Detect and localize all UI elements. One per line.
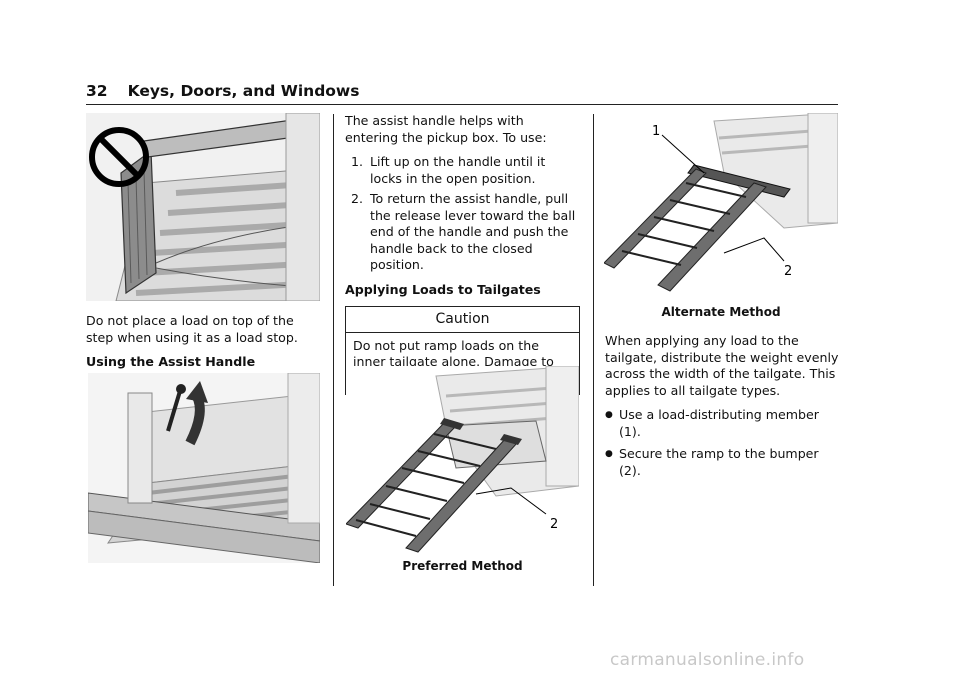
step-load-warning-paragraph: Do not place a load on top of the step w… [86,313,298,345]
caption-preferred-method: Preferred Method [402,559,523,573]
callout-2-alternate: 2 [784,264,792,279]
column-2-text: The assist handle helps with entering th… [345,113,580,405]
load-distribution-paragraph: When applying any load to the tailgate, … [605,333,839,398]
page-header: 32 Keys, Doors, and Windows [86,82,359,100]
callout-2-preferred: 2 [550,517,558,532]
column-divider-left [333,114,334,586]
subheading-applying-loads: Applying Loads to Tailgates [345,281,541,297]
load-bullets: Use a load-distributing member (1). Secu… [605,407,840,479]
subheading-assist-handle: Using the Assist Handle [86,354,256,369]
section-title: Keys, Doors, and Windows [127,82,360,100]
assist-handle-steps: 1. Lift up on the handle until it locks i… [345,154,580,274]
step-item: 1. Lift up on the handle until it locks i… [345,154,580,187]
step-text: Lift up on the handle until it locks in … [370,154,546,186]
figure-assist-handle [88,373,320,563]
figure-preferred-method: 2 [346,366,579,554]
column-3-text: When applying any load to the tailgate, … [605,333,840,485]
step-number: 1. [351,154,364,169]
column-divider-right [593,114,594,586]
column-1-text: Do not place a load on top of the step w… [86,313,322,379]
watermark: carmanualsonline.info [610,650,805,670]
step-number: 2. [351,191,364,206]
figure-prohibited-step-load [86,113,320,301]
page-number: 32 [86,82,108,100]
figure-alternate-method: 1 2 [604,113,838,293]
caution-title: Caution [346,307,579,333]
step-item: 2. To return the assist handle, pull the … [345,191,580,274]
assist-handle-intro: The assist handle helps with entering th… [345,113,547,145]
header-rule [86,104,838,105]
step-text: To return the assist handle, pull the re… [370,191,576,272]
caption-alternate-method: Alternate Method [661,305,781,319]
bullet-item: Secure the ramp to the bumper (2). [605,446,840,479]
callout-1-alternate: 1 [652,124,660,139]
bullet-item: Use a load-distributing member (1). [605,407,840,440]
